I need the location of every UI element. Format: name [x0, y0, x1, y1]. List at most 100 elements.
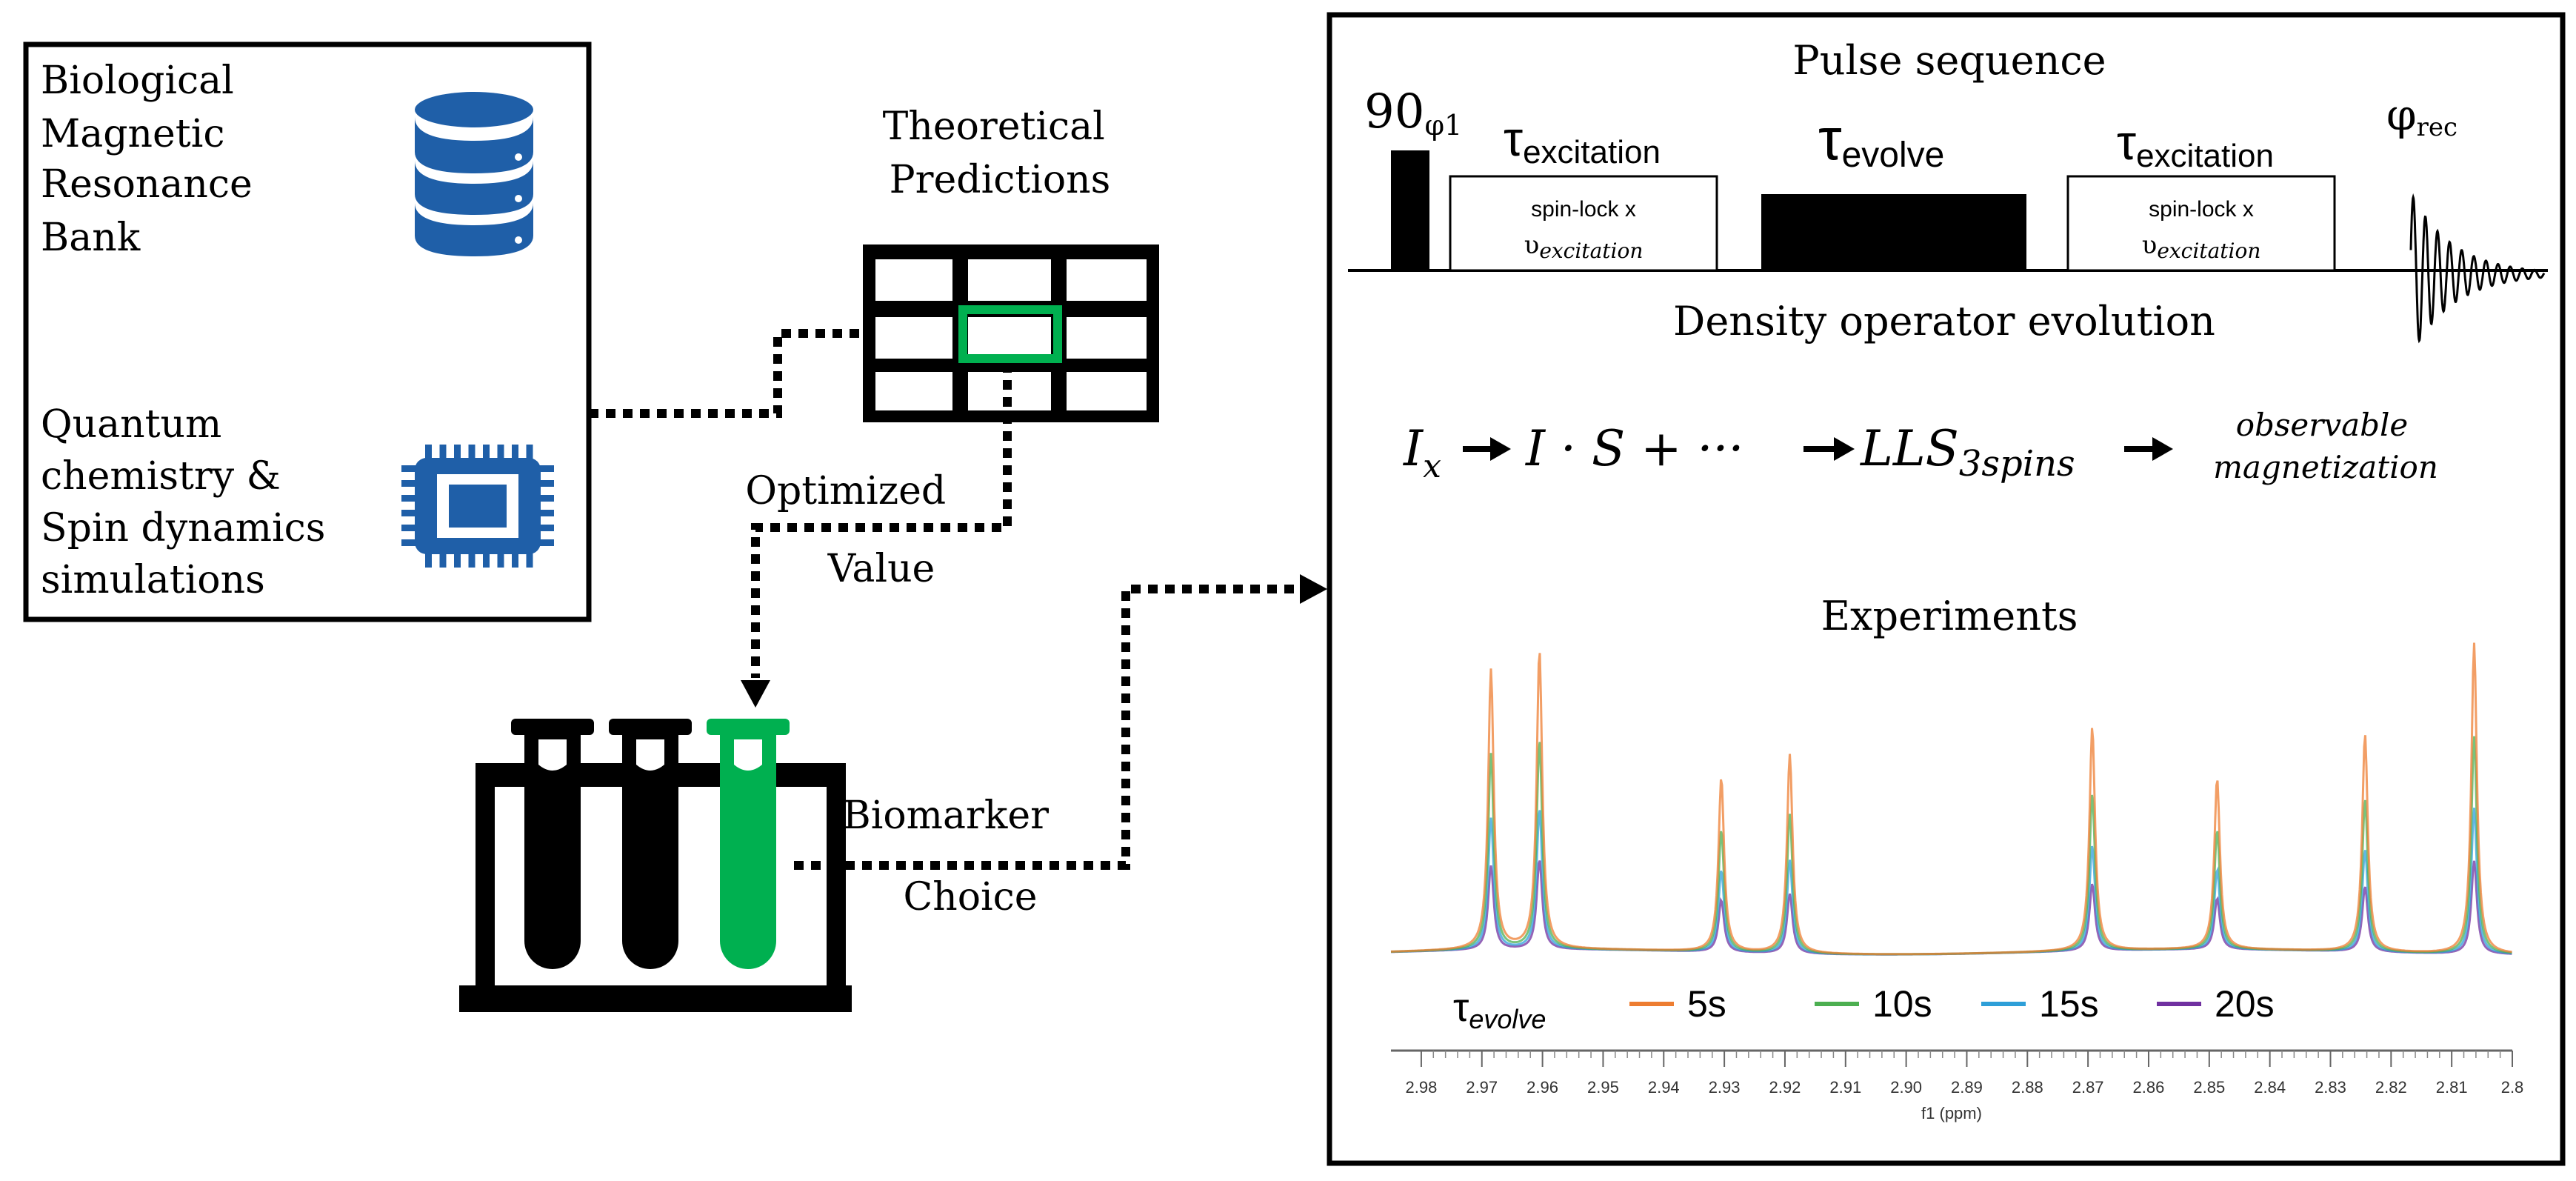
tau-excitation-symbol-2: τ — [2117, 115, 2136, 170]
nu-sub-2: excitation — [2157, 239, 2260, 263]
phi-rec-main: φ — [2386, 90, 2417, 140]
tau-evolve-symbol: τ — [1818, 106, 1842, 172]
nu-symbol-1: υ — [1524, 230, 1540, 260]
x-tick-label: 2.89 — [1951, 1078, 1983, 1097]
tau-excitation-label-2: τexcitation — [2117, 115, 2274, 174]
legend: τevolve 5s 10s 15s 20s — [1453, 983, 2275, 1034]
x-tick-label: 2.86 — [2133, 1078, 2165, 1097]
qc-line-3: Spin dynamics — [41, 506, 325, 550]
spectrum-series-5s — [1391, 642, 2512, 956]
observable-line-2: magnetization — [2213, 449, 2438, 485]
legend-label-5s: 5s — [1687, 983, 1726, 1025]
spinlock-text-2: spin-lock x — [2149, 197, 2254, 222]
connector-sources-to-table — [589, 329, 941, 418]
x-tick-label: 2.93 — [1709, 1078, 1741, 1097]
density-equation: Ix I · S + ··· LLS3spins observable magn… — [1403, 407, 2438, 485]
x-tick-label: 2.85 — [2193, 1078, 2225, 1097]
x-axis-label: f1 (ppm) — [1921, 1104, 1982, 1122]
spectrum-series-10s — [1391, 736, 2512, 956]
biomarker-line-1: Biomarker — [843, 794, 1050, 838]
qc-line-4: simulations — [41, 558, 265, 602]
bmrb-line-1: Biological — [41, 59, 234, 103]
cpu-chip-icon — [401, 445, 554, 568]
arrowhead-to-panel — [1300, 574, 1327, 604]
equation-arrowhead-2 — [1834, 437, 1855, 461]
x-tick-label: 2.92 — [1769, 1078, 1801, 1097]
qc-line-2: chemistry & — [41, 454, 281, 499]
legend-tau-label: τevolve — [1453, 985, 1546, 1034]
nu-excitation-2: υexcitation — [2142, 230, 2261, 263]
bmrb-label: Biological Magnetic Resonance Bank — [41, 59, 264, 260]
database-icon — [415, 92, 533, 256]
experiments-title: Experiments — [1821, 593, 2078, 639]
tau-excitation-symbol-1: τ — [1504, 111, 1523, 166]
arrowhead-to-tubes — [741, 680, 770, 708]
predictions-title: Theoretical Predictions — [883, 104, 1118, 202]
biomarker-choice-label: Biomarker Choice — [843, 794, 1061, 919]
legend-label-20s: 20s — [2215, 983, 2275, 1025]
x-tick-label: 2.83 — [2315, 1078, 2346, 1097]
x-tick-label: 2.88 — [2012, 1078, 2043, 1097]
term-lls-main: LLS — [1860, 420, 1959, 477]
equation-arrowhead-1 — [1490, 437, 1511, 461]
x-tick-label: 2.90 — [1890, 1078, 1922, 1097]
term-ix-sub: x — [1423, 448, 1441, 485]
predictions-title-line-1: Theoretical — [883, 104, 1105, 149]
x-tick-label: 2.94 — [1648, 1078, 1680, 1097]
evolve-block — [1761, 194, 2026, 270]
equation-arrowhead-3 — [2152, 437, 2173, 461]
biomarker-line-2: Choice — [903, 875, 1037, 919]
methods-panel — [1327, 12, 2566, 1166]
bmrb-line-4: Bank — [41, 216, 141, 260]
bmrb-line-2: Magnetic — [41, 112, 224, 156]
nu-sub-1: excitation — [1539, 239, 1643, 263]
term-ix-main: I — [1403, 420, 1424, 477]
x-tick-label: 2.87 — [2072, 1078, 2104, 1097]
nu-symbol-2: υ — [2142, 230, 2158, 260]
x-tick-label: 2.8 — [2501, 1078, 2524, 1097]
qc-label: Quantum chemistry & Spin dynamics simula… — [41, 402, 338, 602]
bmrb-line-3: Resonance — [41, 162, 253, 207]
pulse-90-bar — [1391, 150, 1429, 270]
density-title: Density operator evolution — [1673, 298, 2215, 345]
x-tick-label: 2.96 — [1526, 1078, 1558, 1097]
legend-tau-symbol: τ — [1453, 985, 1469, 1030]
legend-label-15s: 15s — [2039, 983, 2099, 1025]
tau-excitation-sub-1: excitation — [1523, 134, 1661, 170]
term-is: I · S + ··· — [1525, 420, 1744, 477]
legend-tau-sub: evolve — [1469, 1004, 1546, 1034]
legend-label-10s: 10s — [1872, 983, 1932, 1025]
phi-rec-sub: rec — [2417, 113, 2457, 142]
optimized-value-label: Optimized Value — [745, 469, 958, 591]
connector-table-to-tubes — [751, 363, 1012, 678]
x-tick-label: 2.98 — [1406, 1078, 1438, 1097]
sources-box — [23, 41, 592, 622]
optimized-line-1: Optimized — [745, 469, 946, 513]
spinlock-block-2 — [2066, 175, 2336, 272]
test-tube-rack-icon — [459, 719, 852, 1012]
phi-rec-label: φrec — [2386, 90, 2457, 142]
observable-line-1: observable — [2236, 407, 2409, 443]
x-tick-label: 2.97 — [1466, 1078, 1498, 1097]
spinlock-text-1: spin-lock x — [1531, 197, 1636, 222]
x-tick-label: 2.84 — [2254, 1078, 2286, 1097]
pulse-90-main: 90 — [1364, 84, 1424, 139]
nmr-spectra — [1390, 642, 2512, 956]
x-tick-label: 2.82 — [2375, 1078, 2407, 1097]
pulse-90-label: 90φ1 — [1364, 84, 1462, 142]
pulse-90-sub: φ1 — [1424, 109, 1462, 142]
spectrum-series-15s — [1390, 808, 2512, 956]
predictions-title-line-2: Predictions — [890, 158, 1111, 202]
term-lls: LLS3spins — [1860, 420, 2075, 485]
fid-signal — [2409, 193, 2546, 344]
optimized-cell-highlight — [958, 305, 1062, 363]
predictions-table-icon — [863, 244, 1159, 422]
tau-evolve-label: τevolve — [1818, 106, 1944, 175]
term-ix: Ix — [1403, 420, 1441, 485]
tau-excitation-label-1: τexcitation — [1504, 111, 1661, 170]
spinlock-block-1 — [1449, 175, 1718, 272]
x-tick-label: 2.81 — [2436, 1078, 2468, 1097]
x-tick-label: 2.95 — [1587, 1078, 1619, 1097]
